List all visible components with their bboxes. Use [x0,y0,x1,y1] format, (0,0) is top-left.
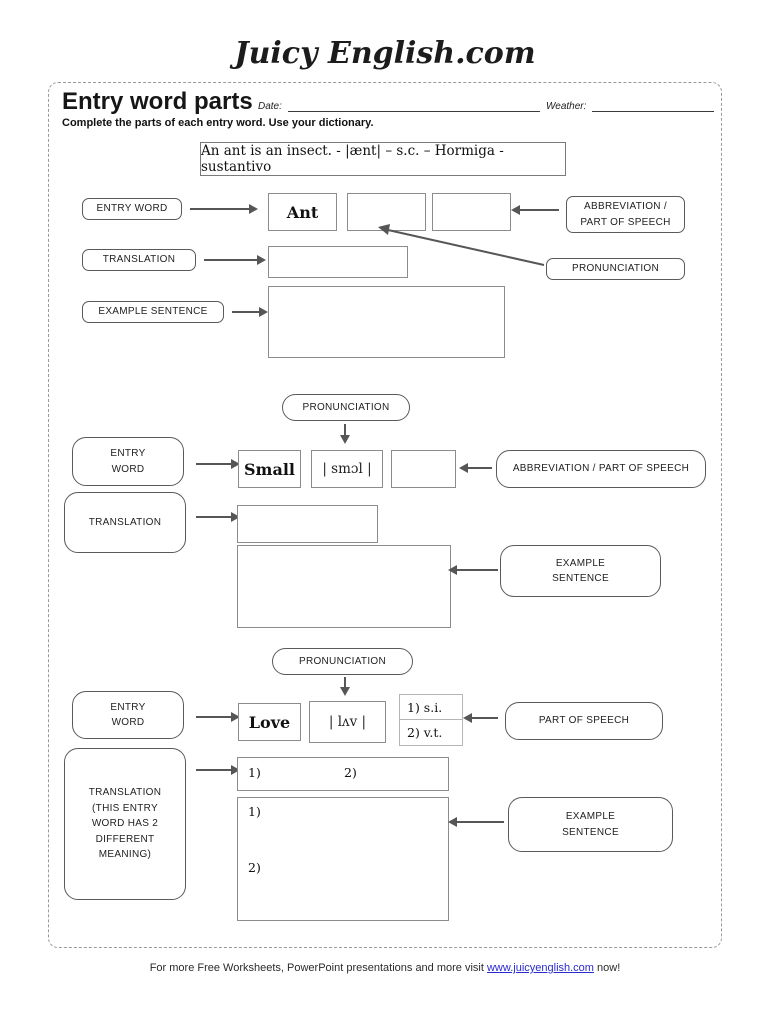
arrow-translation-2 [196,512,240,522]
footer-text-after: now! [597,962,621,974]
pronunciation-box-2: | smɔl | [311,450,383,488]
footer-link[interactable]: www.juicyenglish.com [486,962,594,974]
pronunciation-box-3: | lʌv | [309,701,386,743]
translation-answer-box-3: 1) 2) [237,757,449,791]
arrow-entry-word-2 [196,459,240,469]
translation-answer-box-1 [268,246,408,278]
weather-label: Weather: [546,101,587,112]
date-label: Date: [258,101,282,112]
date-blank-line [288,111,540,112]
part-of-speech-label-3: PART OF SPEECH [505,702,663,740]
entry-word-label-1: ENTRY WORD [82,198,182,220]
entry-word-label-2: ENTRY WORD [72,437,184,486]
pronunciation-answer-box-1 [347,193,426,231]
pronunciation-label-3: PRONUNCIATION [272,648,413,675]
site-logo: Juicy English.com [234,36,536,71]
example-label-3: EXAMPLE SENTENCE [508,797,673,852]
arrow-example-3 [448,817,504,827]
example-answer-box-3: 1) 2) [237,797,449,921]
abbreviation-answer-box-2 [391,450,456,488]
arrow-pronunciation-3 [340,677,350,696]
footer: For more Free Worksheets, PowerPoint pre… [0,962,770,974]
example-marker-2: 2) [248,860,261,875]
entry-word-box-1: Ant [268,193,337,231]
example-label-2: EXAMPLE SENTENCE [500,545,661,597]
translation-marker-1: 1) [248,765,261,780]
part-of-speech-item-2: 2) v.t. [407,725,443,740]
abbreviation-label-1: ABBREVIATION / PART OF SPEECH [566,196,685,233]
arrow-entry-word-3 [196,712,240,722]
arrow-abbreviation-1 [511,205,559,215]
arrow-example-1 [232,307,268,317]
example-label-1: EXAMPLE SENTENCE [82,301,224,323]
pronunciation-label-1: PRONUNCIATION [546,258,685,280]
arrow-entry-word-1 [190,204,258,214]
translation-label-3: TRANSLATION (THIS ENTRY WORD HAS 2 DIFFE… [64,748,186,900]
arrow-part-of-speech-3 [463,713,498,723]
arrow-translation-1 [204,255,266,265]
part-of-speech-box-3: 1) s.i. 2) v.t. [399,694,463,746]
entry-word-box-3: Love [238,703,301,741]
translation-label-2: TRANSLATION [64,492,186,553]
pronunciation-label-2: PRONUNCIATION [282,394,410,421]
translation-label-1: TRANSLATION [82,249,196,271]
pronunciation-arrow-1 [378,224,545,266]
abbreviation-answer-box-1 [432,193,511,231]
arrow-pronunciation-2 [340,424,350,444]
example-answer-box-2 [237,545,451,628]
instructions-text: Complete the parts of each entry word. U… [62,117,374,129]
entry-word-label-3: ENTRY WORD [72,691,184,739]
arrow-translation-3 [196,765,240,775]
translation-answer-box-2 [237,505,378,543]
footer-text-before: For more Free Worksheets, PowerPoint pre… [149,962,484,974]
page-title: Entry word parts [62,88,253,115]
weather-blank-line [592,111,714,112]
entry-word-box-2: Small [238,450,301,488]
arrow-example-2 [448,565,498,575]
part-of-speech-item-1: 1) s.i. [400,695,462,720]
example-answer-box-1 [268,286,505,358]
translation-marker-2: 2) [344,765,357,780]
example-marker-1: 1) [248,804,261,819]
abbreviation-label-2: ABBREVIATION / PART OF SPEECH [496,450,706,488]
reference-entry-text: An ant is an insect. - |ænt| – s.c. – Ho… [201,143,504,175]
arrow-abbreviation-2 [459,463,492,473]
reference-entry-box: An ant is an insect. - |ænt| – s.c. – Ho… [200,142,566,176]
